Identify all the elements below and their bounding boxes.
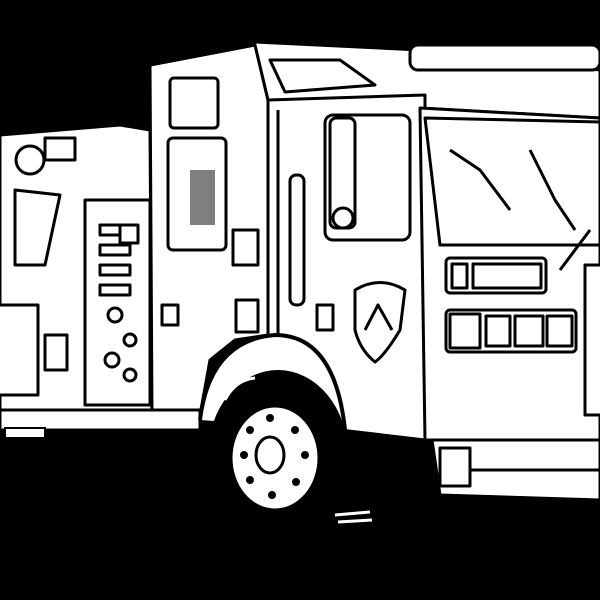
rear-ladder-rack: [13, 188, 62, 267]
door-handle: [288, 173, 306, 307]
side-plate: [231, 228, 260, 267]
handle: [160, 303, 180, 327]
rear-compartment-door: [0, 303, 40, 397]
windshield: [423, 116, 600, 247]
rear-light: [14, 144, 46, 176]
door-latch: [315, 303, 335, 332]
rear-badge: [43, 333, 69, 372]
roof-window: [268, 58, 377, 94]
wiper: [558, 229, 592, 271]
light-bar: [408, 43, 600, 72]
side-plate-2: [234, 298, 260, 334]
front-wheel: [208, 370, 373, 540]
shield-emblem-icon: [353, 281, 407, 364]
grille: [583, 263, 600, 417]
cab-rear-window-top: [168, 76, 220, 130]
vent-grille: [190, 170, 215, 225]
mirror-mount: [331, 206, 355, 230]
rear-light-housing: [43, 136, 77, 162]
